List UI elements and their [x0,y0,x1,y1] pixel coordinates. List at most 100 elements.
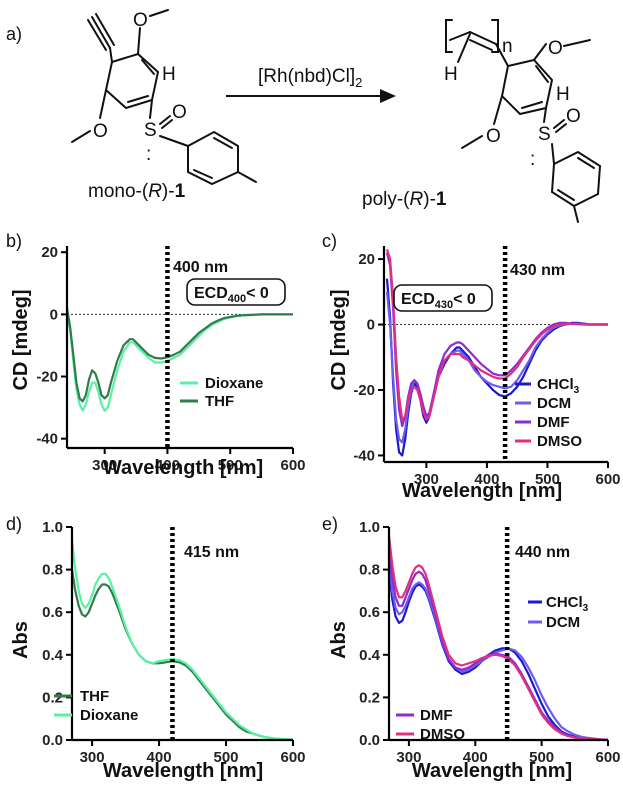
x-axis-label: Wavelength [nm] [412,760,572,782]
panel-label-a: a) [6,24,22,44]
x-tick-label: 400 [147,749,172,766]
monomer-label: mono-(R)-1 [88,181,186,202]
x-tick-label: 600 [280,749,305,766]
x-tick-label: 600 [595,749,620,766]
bond [495,43,509,67]
y-tick-label: 0.8 [359,562,380,579]
x-axis-label: Wavelength [nm] [402,480,562,502]
atom-o: O [133,10,148,31]
bond [161,119,173,129]
bond [149,9,169,17]
bond [563,39,591,47]
lone-pair: : [530,149,535,170]
atom-s: S [538,124,551,145]
lone-pair: : [146,144,151,165]
y-tick-label: -20 [353,382,375,399]
legend-label-dioxane: Dioxane [80,707,138,724]
alkyne-bond [87,19,107,51]
series-line-dcm [387,558,609,741]
y-axis-label: Abs [10,621,32,659]
x-tick-label: 500 [218,457,243,474]
marker-label: 415 nm [184,544,239,561]
y-tick-label: 0.4 [359,647,381,664]
bond [461,135,483,149]
polymer-label: poly-(R)-1 [362,189,447,210]
bond [469,39,493,51]
legend-label-dioxane: Dioxane [205,375,263,392]
ecd-box: ECD400< 0 [186,278,286,306]
x-tick-label: 500 [535,471,560,488]
series-line-thf [65,308,293,403]
ecd-label: ECD [401,291,435,308]
bond [557,189,575,201]
x-tick-label: 500 [214,749,239,766]
x-tick-label: 300 [92,457,117,474]
bond [137,27,141,55]
legend: THF Dioxane [54,688,138,724]
marker-label: 400 nm [173,259,228,276]
x-axis-label: Wavelength [nm] [103,457,263,479]
legend-label-thf: THF [205,393,234,410]
bond [457,33,471,63]
tolyl-ring [550,150,602,208]
atom-o: O [548,38,563,59]
y-tick-label: 0.0 [42,732,63,749]
x-tick-label: 500 [529,749,554,766]
bond [553,119,565,129]
alkyne-bond [95,13,115,46]
atom-o: O [566,106,581,127]
bond [237,171,257,183]
bond [543,107,547,123]
series-line-dcm [385,291,608,444]
bond [533,43,547,61]
legend-label-chcl3: CHCl3 [546,594,589,614]
legend-label-dcm: DCM [537,395,571,412]
y-tick-label: -40 [353,447,375,464]
reagent-label: [Rh(nbd)Cl]2 [258,66,362,90]
y-tick-label: 0.6 [42,604,63,621]
reaction-arrow [226,89,396,103]
bond [109,47,113,63]
x-tick-label: 600 [595,471,620,488]
ecd-condition: < 0 [246,285,269,302]
bond [159,135,189,147]
legend-label-dcm: DCM [546,614,580,631]
bond [149,99,153,119]
y-tick-label: 0.8 [42,562,63,579]
repeat-n: n [502,36,513,57]
bond [159,115,171,125]
y-tick-label: 0.6 [359,604,380,621]
bond [535,65,549,83]
y-tick-label: 1.0 [359,519,380,536]
bond [469,31,497,45]
bond [127,95,149,103]
bond [193,169,213,179]
x-tick-label: 300 [80,749,105,766]
legend-label-chcl3: CHCl3 [537,376,580,396]
panel-label-d: d) [6,514,22,534]
y-axis-label: CD [mdeg] [10,289,32,390]
panel-label-b: b) [6,231,22,251]
series-line-dmso [385,248,608,421]
polymer-structure: n H O H O S O : [444,19,602,223]
x-tick-label: 400 [474,471,499,488]
x-tick-label: 300 [414,471,439,488]
bond [99,89,107,119]
atom-s: S [144,120,157,141]
bond [551,143,555,165]
bond [493,95,503,125]
reaction-scheme: a) O H O S O [6,9,602,223]
y-axis-label: Abs [328,621,350,659]
x-tick-label: 300 [396,749,421,766]
ecd-subscript: 430 [435,299,453,311]
atom-h: H [444,64,458,85]
y-tick-label: 20 [41,244,58,261]
atom-o: O [486,126,501,147]
x-tick-label: 600 [280,457,305,474]
y-tick-label: -40 [36,431,58,448]
